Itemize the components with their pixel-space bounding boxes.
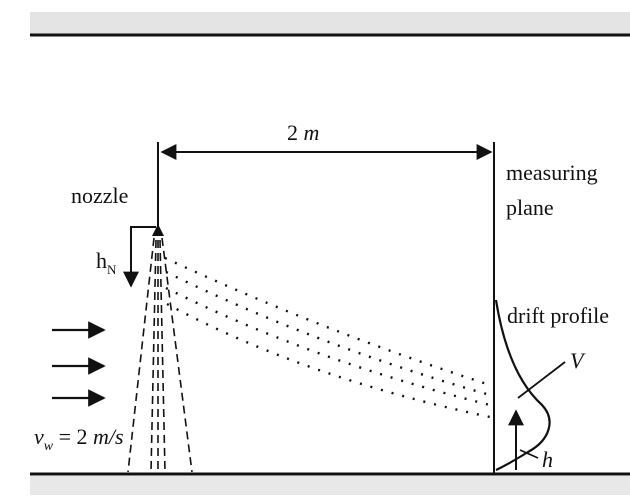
spray-cone-inner-left (150, 239, 157, 473)
drift-trajectory-4 (166, 302, 491, 419)
nozzle-height-label: hN (96, 248, 117, 277)
spray-cone (127, 237, 193, 473)
drift-profile-label: drift profile (507, 303, 609, 328)
drift-trajectory-1 (164, 256, 491, 387)
drift-profile-curve (494, 299, 551, 472)
distance-label: 2 m (287, 120, 319, 145)
measuring-plane-label-line1: measuring (506, 160, 598, 185)
volume-pointer-line (517, 361, 566, 399)
top-band (30, 12, 630, 34)
spray-cone-outer-right (161, 237, 193, 473)
nozzle-height-bracket (123, 226, 156, 288)
measuring-plane-label-line2: plane (506, 195, 554, 220)
volume-label: V (570, 348, 586, 373)
wind-speed-label: vw = 2 m/s (34, 424, 124, 454)
bottom-band (30, 476, 630, 495)
nozzle-label: nozzle (71, 183, 128, 208)
spray-cone-inner-right (159, 239, 166, 473)
profile-height-label: h (542, 447, 553, 472)
drift-trajectory-3 (165, 286, 491, 407)
drift-plume (164, 256, 491, 419)
profile-height-pointer (519, 449, 539, 459)
nozzle-icon (152, 224, 164, 236)
spray-cone-outer-left (127, 237, 155, 473)
drift-trajectory-2 (165, 270, 491, 397)
